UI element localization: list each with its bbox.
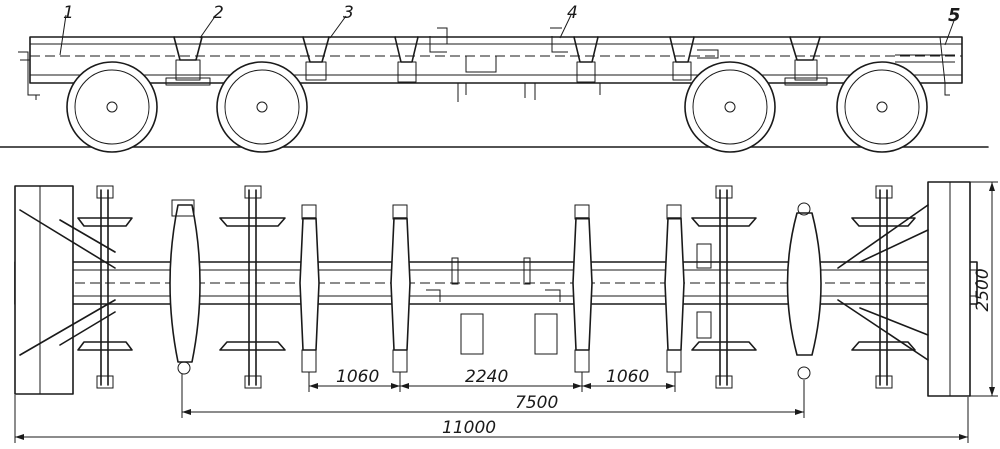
wheelset-3: [691, 185, 757, 389]
leader-5: [944, 17, 956, 46]
dim-text-2240: 2240: [465, 367, 508, 387]
leader-2: [199, 14, 217, 39]
side-wheel-3: [684, 61, 776, 153]
part-labels: 1 2 3 4 5: [59, 3, 961, 56]
side-wheel-4: [836, 61, 928, 153]
plan-bolsters: [169, 199, 822, 380]
side-brackets: [165, 36, 828, 86]
bolster-left: [169, 204, 201, 363]
wheelset-1: [77, 185, 133, 389]
side-middle-fittings: [429, 27, 719, 102]
left-coupler-detail: [18, 51, 40, 100]
bolster-left-cap: [171, 199, 195, 217]
side-wheel-2: [216, 61, 308, 153]
right-end-bolster: [837, 181, 971, 397]
plan-middle-fittings: [426, 243, 712, 355]
plan-view: [14, 181, 978, 397]
dim-text-1060-right: 1060: [606, 367, 649, 387]
right-end-detail: [895, 36, 962, 84]
dimension-lines: 1060 2240 1060 7500 11000 2500: [14, 181, 998, 443]
crossmember-1: [299, 204, 320, 373]
bolster-right-pin-2: [797, 366, 811, 380]
dim-text-7500: 7500: [515, 393, 558, 413]
wheelset-2: [219, 185, 286, 389]
dim-text-2500: 2500: [973, 268, 993, 311]
leader-1: [59, 14, 67, 56]
right-end-bracket: [944, 83, 950, 96]
bolster-right: [786, 212, 822, 356]
part-label-5: 5: [948, 5, 961, 26]
side-view: [0, 27, 989, 153]
dim-text-1060-left: 1060: [336, 367, 379, 387]
part-label-4: 4: [567, 3, 578, 23]
left-end-bolster: [14, 185, 116, 395]
plan-crossmembers: [299, 204, 685, 373]
leader-3: [329, 15, 347, 39]
part-label-2: 2: [213, 3, 224, 23]
part-label-3: 3: [343, 3, 354, 23]
wheelset-4: [851, 185, 916, 389]
dim-text-11000: 11000: [442, 418, 496, 438]
part-label-1: 1: [63, 3, 74, 23]
bolster-left-pin: [177, 361, 191, 375]
crossmember-2: [390, 204, 411, 373]
crossmember-3: [572, 204, 593, 373]
crossmember-4: [664, 204, 685, 373]
bolster-right-pin: [797, 202, 811, 216]
leader-4: [559, 14, 572, 39]
plan-wheelsets: [77, 185, 916, 389]
side-wheel-1: [66, 61, 158, 153]
